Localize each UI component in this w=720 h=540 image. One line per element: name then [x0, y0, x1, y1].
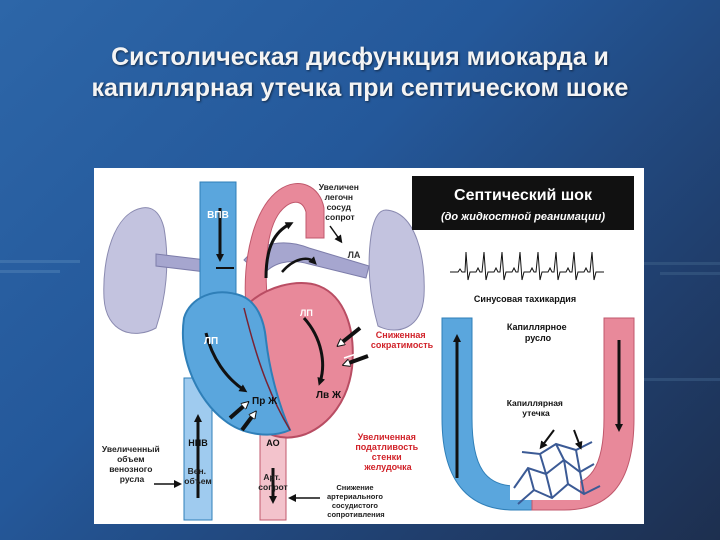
- label-lower-aorta: АО: [266, 438, 279, 448]
- right-lung: [368, 209, 425, 331]
- flow-arrow: [302, 316, 326, 386]
- pvr-line: сосуд: [327, 202, 352, 212]
- capillary-arteriole: [531, 317, 635, 511]
- capillary-bed-line: русло: [525, 333, 552, 343]
- pvr-line: легочн: [325, 192, 354, 202]
- pointer-arrow: [343, 349, 369, 359]
- leak-arrows: [539, 429, 583, 450]
- ven-volume-line: Вен.: [188, 466, 206, 476]
- decor-stripe: [0, 260, 80, 263]
- compliance-line: стенки: [372, 452, 402, 462]
- title-line-2: капиллярная утечка при септическом шоке: [91, 74, 629, 102]
- label-pvr: Увеличен легочн сосуд сопрот: [319, 182, 362, 222]
- svr-line: сопротивления: [327, 510, 384, 519]
- panel-heading: Септический шок: [454, 187, 593, 204]
- right-heart: [181, 291, 292, 436]
- label-ivc: НПВ: [188, 438, 208, 448]
- septic-shock-figure: ВПВ АО ЛА ЛП ЛП Пр Ж Лв Ж НПВ АО Увеличе…: [94, 168, 644, 524]
- venous-line: русла: [120, 474, 145, 484]
- art-pressure-line: сопрот: [258, 482, 287, 492]
- panel-subheading: (до жидкостной реанимации): [441, 211, 605, 223]
- label-svc: ВПВ: [207, 210, 229, 221]
- flow-arrow: [204, 332, 248, 393]
- decor-stripe: [0, 270, 60, 273]
- svr-line: Снижение: [336, 483, 373, 492]
- compliance-line: податливость: [355, 442, 418, 452]
- label-left-ventricle: Лв Ж: [316, 390, 342, 401]
- label-left-atrium: ЛП: [300, 308, 313, 318]
- pointer-arrow: [240, 414, 254, 432]
- label-pulmonary-artery: ЛА: [348, 250, 361, 260]
- title-line-1: Систолическая дисфункция миокарда и: [111, 43, 609, 71]
- panel-heading-box: [412, 176, 634, 230]
- svr-line: артериального: [327, 492, 383, 501]
- venous-line: венозного: [109, 464, 152, 474]
- pointer-arrow: [346, 354, 369, 364]
- decor-stripe: [660, 272, 720, 275]
- label-ven-volume: Вен. объем: [184, 466, 211, 486]
- ecg-trace: [450, 251, 604, 281]
- label-right-ventricle: Пр Ж: [252, 396, 278, 407]
- compliance-line: Увеличенная: [358, 432, 416, 442]
- pointer-arrow: [228, 404, 246, 420]
- label-art-pressure: Арт. сопрот: [258, 472, 287, 492]
- flow-arrow: [281, 256, 317, 273]
- compliance-line: желудочка: [363, 462, 412, 472]
- venous-line: объем: [117, 454, 144, 464]
- svr-line: сосудистого: [332, 501, 379, 510]
- decor-stripe: [644, 262, 720, 265]
- label-right-atrium: ЛП: [204, 336, 218, 347]
- flow-arrow: [264, 222, 294, 279]
- septum: [243, 307, 291, 431]
- ecg-label: Синусовая тахикардия: [474, 294, 576, 304]
- label-aorta: АО: [283, 212, 298, 223]
- capillary-mesh: [513, 441, 601, 505]
- label-capillary-leak: Капиллярная утечка: [507, 398, 566, 418]
- label-compliance: Увеличенная податливость стенки желудочк…: [355, 432, 420, 472]
- figure-canvas: ВПВ АО ЛА ЛП ЛП Пр Ж Лв Ж НПВ АО Увеличе…: [102, 176, 635, 521]
- label-capillary-bed: Капиллярное русло: [507, 322, 569, 343]
- pointer-arrow: [340, 326, 362, 344]
- slide-title: Систолическая дисфункция миокарда и капи…: [30, 42, 690, 104]
- contractility-line: Сниженная: [376, 330, 426, 340]
- contractility-line: сократимость: [371, 340, 434, 350]
- pointer-arrow: [329, 225, 343, 244]
- superior-vena-cava: [199, 181, 237, 309]
- label-svr: Снижение артериального сосудистого сопро…: [327, 483, 385, 519]
- pvr-line: Увеличен: [319, 182, 359, 192]
- left-lung: [103, 207, 168, 334]
- capillary-bed-line: Капиллярное: [507, 322, 567, 332]
- label-contractility: Сниженная сократимость: [371, 330, 434, 350]
- ven-volume-line: объем: [184, 476, 211, 486]
- art-pressure-line: Арт.: [263, 472, 280, 482]
- venous-line: Увеличенный: [102, 444, 160, 454]
- decor-stripe: [644, 378, 720, 381]
- capillary-leak-line: Капиллярная: [507, 398, 563, 408]
- capillary-leak-line: утечка: [522, 408, 550, 418]
- pvr-line: сопрот: [325, 212, 354, 222]
- label-venous: Увеличенный объем венозного русла: [102, 444, 162, 484]
